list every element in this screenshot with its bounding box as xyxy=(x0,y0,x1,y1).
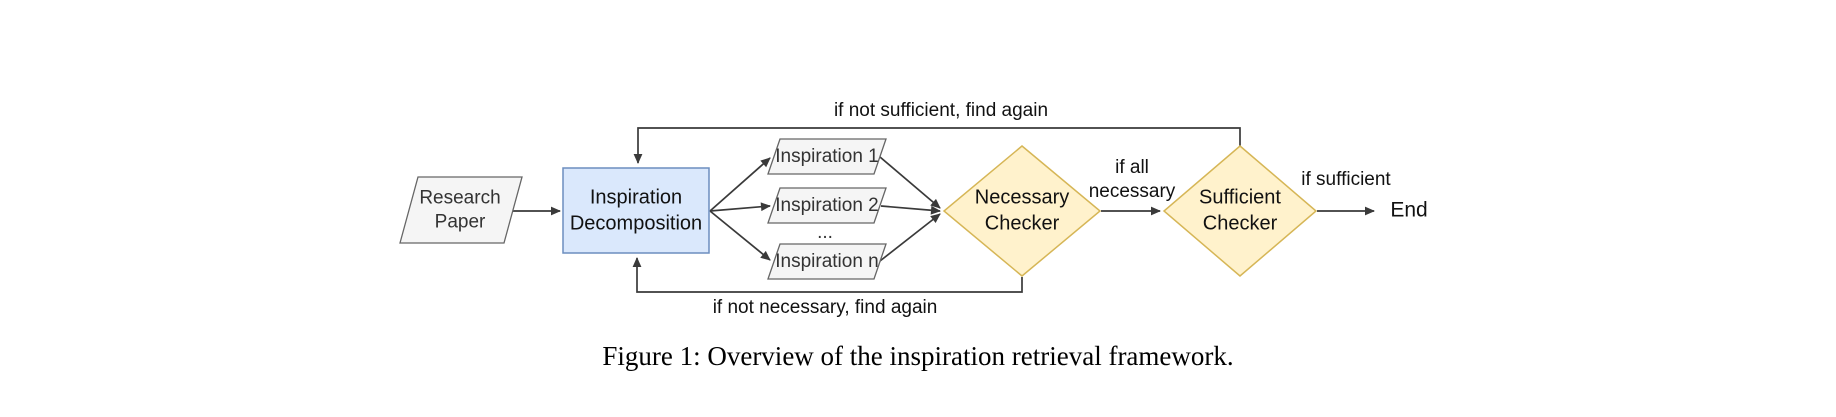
edge-decomposition-to-inspiration-1 xyxy=(709,157,771,212)
edge-inspiration-n-to-necessary xyxy=(879,213,941,262)
inspiration-2-shape xyxy=(767,187,887,224)
necessary-checker-label: Necessary Checker xyxy=(974,186,1070,234)
edge-label-sufficient: if sufficient xyxy=(1301,168,1391,190)
figure-caption: Figure 1: Overview of the inspiration re… xyxy=(602,341,1234,371)
edge-inspiration-2-to-necessary xyxy=(880,205,941,215)
inspiration-2-label: Inspiration 2 xyxy=(775,194,879,216)
edge-label-not-sufficient: if not sufficient, find again xyxy=(833,100,1049,122)
edge-inspiration-1-to-necessary xyxy=(879,156,941,209)
research-paper-shape xyxy=(399,176,523,244)
inspiration-decomposition-label: Inspiration Decomposition xyxy=(569,186,703,234)
edge-decomposition-to-inspiration-n xyxy=(709,210,771,261)
inspiration-1-shape xyxy=(767,138,887,175)
inspiration-n-label: Inspiration n xyxy=(775,250,879,272)
inspiration-n-shape xyxy=(767,243,887,280)
sufficient-checker-shape xyxy=(1162,145,1318,277)
inspiration-decomposition-shape xyxy=(562,167,710,254)
sufficient-checker-label: Sufficient Checker xyxy=(1199,186,1281,234)
end-label: End xyxy=(1390,198,1428,222)
necessary-checker-shape xyxy=(942,145,1102,277)
edge-not-necessary-loop xyxy=(632,257,1023,293)
inspiration-1-label: Inspiration 1 xyxy=(775,145,879,167)
edge-label-not-necessary: if not necessary, find again xyxy=(712,297,938,319)
inspiration-ellipsis: ... xyxy=(817,221,833,243)
research-paper-label: Research Paper xyxy=(419,187,501,233)
edge-decomposition-to-inspiration-2 xyxy=(709,202,771,212)
edge-not-sufficient-loop xyxy=(633,127,1241,164)
edge-label-all-necessary: if all necessary xyxy=(1088,156,1176,202)
